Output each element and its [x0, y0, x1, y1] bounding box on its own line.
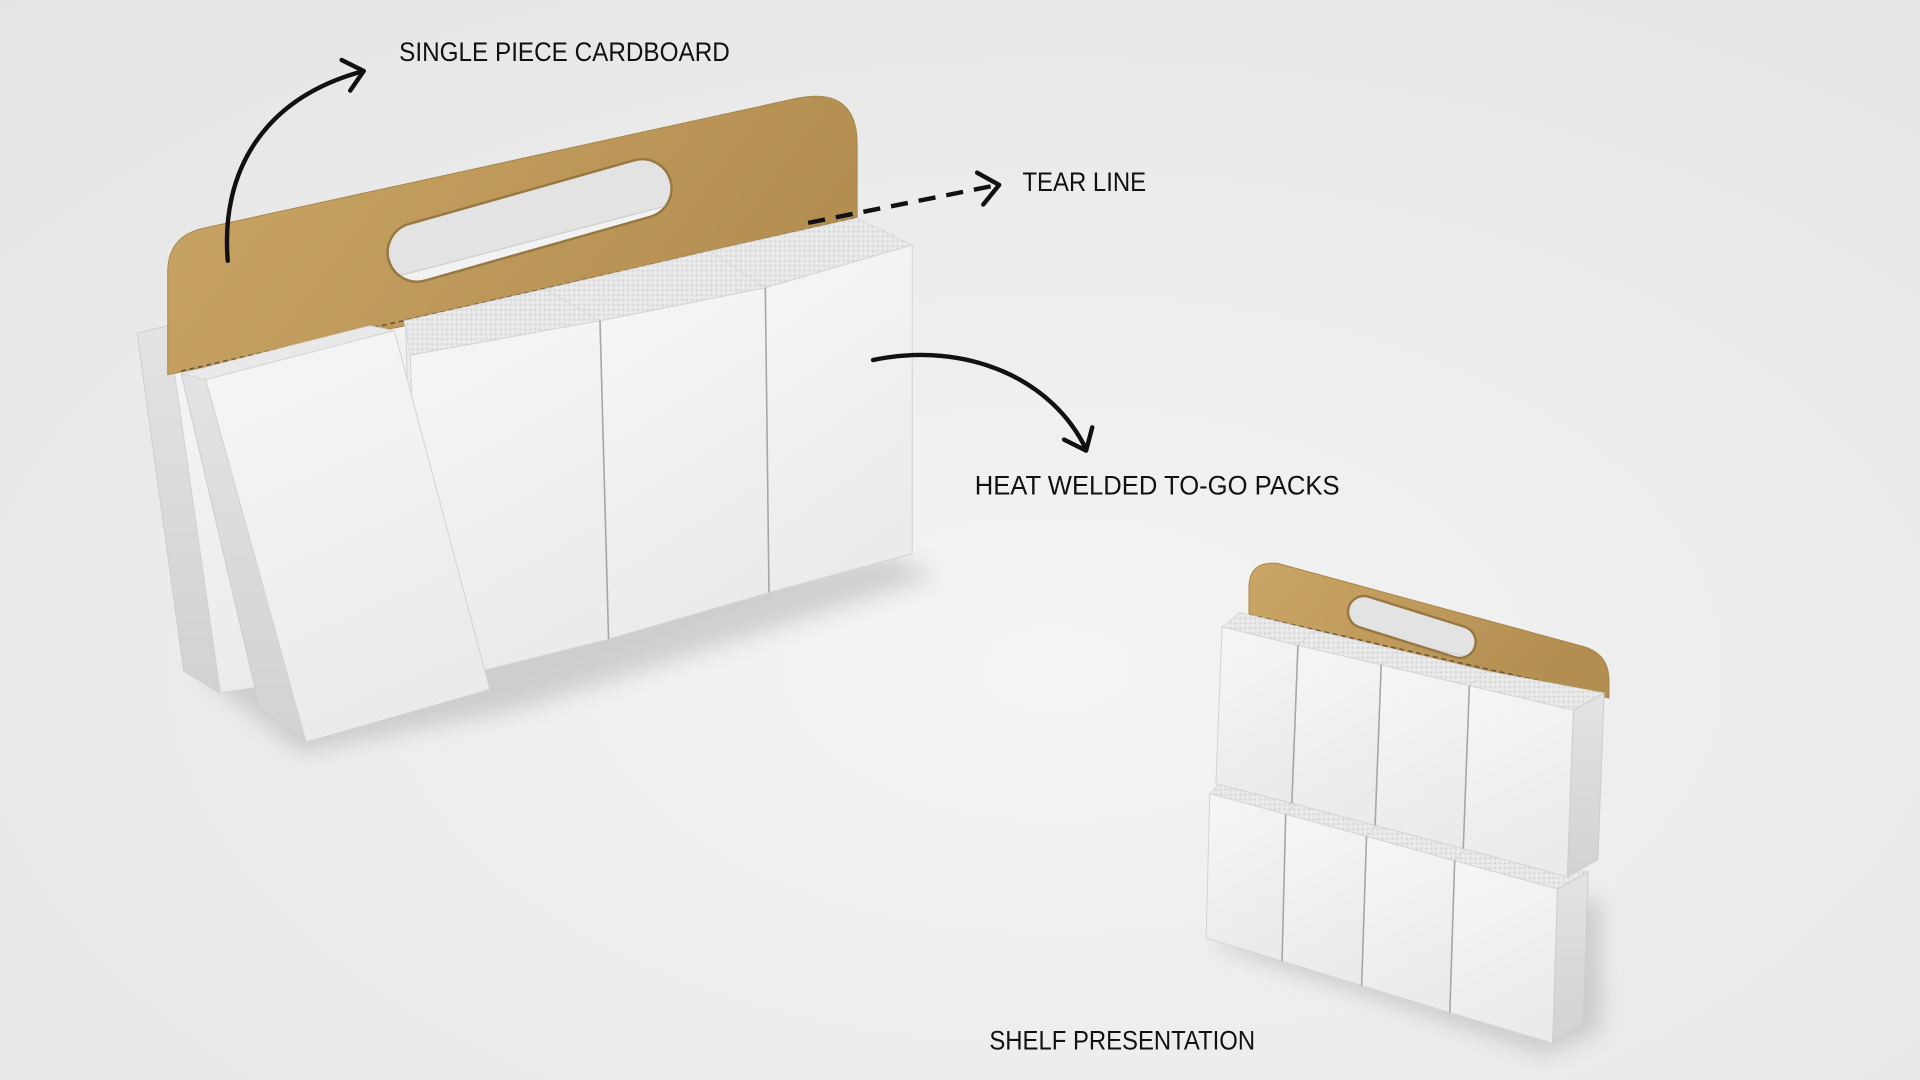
label-heat-welded-packs: HEAT WELDED TO-GO PACKS [975, 471, 1340, 501]
pack-seam [1449, 860, 1456, 1013]
handle-hole-edge-line [380, 200, 679, 285]
to-go-pack-front [1281, 813, 1368, 987]
cardboard-callout-arrow [224, 57, 366, 264]
label-shelf-presentation: SHELF PRESENTATION [989, 1025, 1255, 1055]
tilted-pack-front [205, 330, 491, 743]
tear-line-callout-arrow [807, 170, 1002, 226]
to-go-pack-front [1205, 792, 1287, 962]
arrow-shaft [224, 68, 366, 264]
large-carrier [136, 95, 937, 754]
label-single-piece-cardboard: SINGLE PIECE CARDBOARD [399, 37, 730, 67]
pack-seam [1374, 664, 1383, 826]
to-go-pack-side [1552, 870, 1589, 1045]
to-go-pack-front [1374, 664, 1470, 850]
arrow-shaft [807, 183, 993, 226]
label-tear-line: TEAR LINE [1022, 167, 1146, 197]
to-go-pack-front [764, 244, 913, 594]
pack-seam [599, 320, 610, 640]
pack-seam [1360, 836, 1368, 986]
arrow-head [1061, 425, 1095, 453]
shelf-carrier [1205, 562, 1610, 1056]
to-go-pack-front [1462, 685, 1574, 878]
to-go-pack-front [1449, 860, 1559, 1044]
handle-hole-rim [386, 157, 673, 283]
pack-seam [1281, 814, 1287, 962]
pack-seam [1291, 645, 1299, 804]
pack-seam [764, 287, 770, 593]
to-go-pack-front [1291, 644, 1382, 826]
arrow-shaft [870, 352, 1089, 452]
to-go-pack-front [1215, 626, 1299, 804]
packs-callout-arrow [870, 352, 1095, 453]
to-go-pack-front [599, 287, 770, 640]
to-go-pack-side [1566, 692, 1605, 878]
tilted-to-go-pack [180, 325, 491, 744]
pack-seam [1462, 685, 1471, 849]
arrow-head [974, 170, 1002, 207]
arrow-head [339, 57, 366, 93]
to-go-pack-front [1361, 835, 1456, 1014]
handle-hole-rim [1346, 594, 1477, 660]
